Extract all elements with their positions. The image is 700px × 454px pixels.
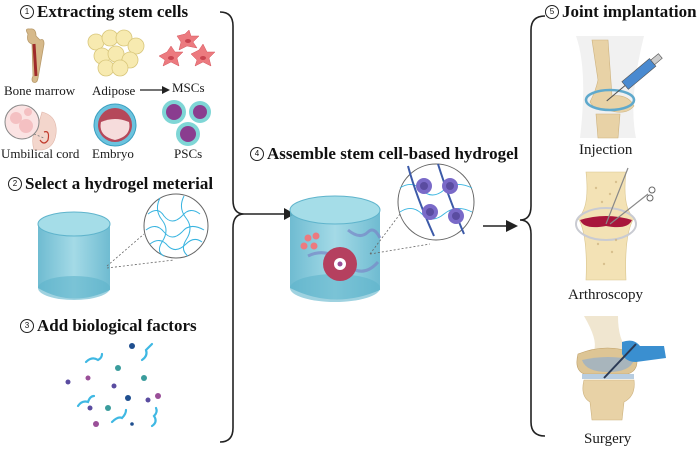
- embryo-icon: [93, 103, 137, 147]
- step-number-badge: 4: [250, 147, 264, 161]
- umbilical-cord-icon: [4, 104, 57, 151]
- arthroscopy-joint-icon: [575, 167, 656, 281]
- adipose-icon: [87, 29, 145, 77]
- method-label: Injection: [579, 142, 633, 158]
- source-label: Embryo: [92, 146, 134, 161]
- biological-factors-icon: [65, 342, 161, 428]
- bone-marrow-icon: [26, 28, 45, 83]
- injection-knee-icon: [576, 36, 663, 139]
- step-title: Select a hydrogel meterial: [25, 174, 214, 193]
- method-label: Arthroscopy: [568, 287, 643, 303]
- step-title: Add biological factors: [37, 316, 197, 335]
- source-label: Bone marrow: [4, 83, 76, 98]
- step-number-badge: 3: [20, 319, 34, 333]
- step-1-heading: 1 Extracting stem cells: [20, 2, 188, 22]
- arrowhead-icon: [284, 208, 295, 220]
- step-4-heading: 4 Assemble stem cell-based hydrogel: [250, 144, 518, 164]
- hydrogel-cylinder-icon: [37, 193, 209, 300]
- surgery-knee-icon: [576, 316, 666, 421]
- step-number-badge: 5: [545, 5, 559, 19]
- method-label: Surgery: [584, 431, 632, 447]
- cell-type-label: PSCs: [174, 146, 203, 161]
- step-5-heading: 5 Joint implantation: [545, 2, 697, 22]
- step-3-heading: 3 Add biological factors: [20, 316, 197, 336]
- source-label: Adipose: [92, 83, 136, 98]
- stem-cell-hydrogel-icon: [289, 163, 475, 302]
- step-2-heading: 2 Select a hydrogel meterial: [8, 174, 213, 194]
- source-label: Umbilical cord: [1, 146, 80, 161]
- arrowhead-icon: [506, 220, 518, 232]
- psc-cells-icon: [162, 100, 211, 146]
- cell-spheroid: [323, 247, 357, 281]
- msc-cells-icon: [158, 29, 216, 67]
- step-title: Assemble stem cell-based hydrogel: [267, 144, 519, 163]
- step-title: Extracting stem cells: [37, 2, 189, 21]
- right-brace: [519, 15, 546, 437]
- arrow-to-mscs: [140, 86, 170, 94]
- step-number-badge: 2: [8, 177, 22, 191]
- step-number-badge: 1: [20, 5, 34, 19]
- step-title: Joint implantation: [562, 2, 697, 21]
- cell-type-label: MSCs: [172, 80, 205, 95]
